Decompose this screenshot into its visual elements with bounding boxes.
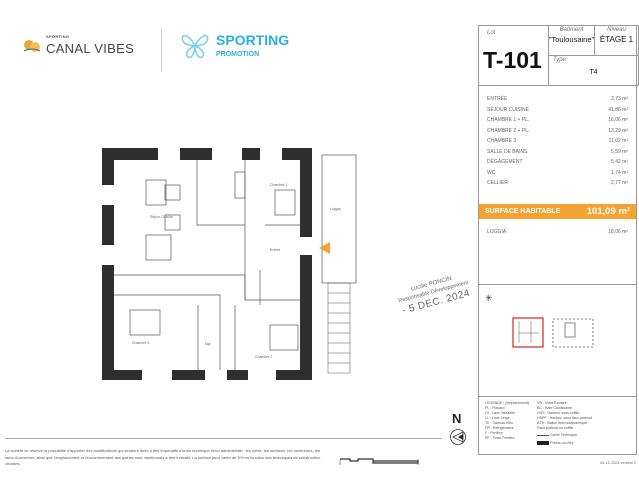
legend-item: BC : Baie Coulissante xyxy=(537,406,573,410)
batiment-label: Batiment xyxy=(559,27,584,33)
room-name: CELLIER xyxy=(487,180,508,186)
version-text: 04-12-2024 version 2 xyxy=(600,461,636,465)
niveau-value: ÉTAGE 1 xyxy=(599,35,634,44)
loggia-row: LOGGIA 18,06 m² xyxy=(487,227,628,238)
wall-symbol-icon xyxy=(537,441,550,446)
room-row: WC 1,74 m² xyxy=(487,168,628,179)
room-row: DÉGAGEMENT 5,42 m² xyxy=(487,157,628,168)
surface-label: SURFACE HABITABLE xyxy=(485,208,561,215)
stairs xyxy=(327,282,351,374)
room-name: SALLE DE BAINS xyxy=(487,148,528,155)
niveau-label: Niveau xyxy=(607,27,626,33)
label-ch1: Chambre 1 xyxy=(270,183,287,187)
canal-vibes-emblem-icon xyxy=(23,39,41,52)
room-area: 41,86 m² xyxy=(608,106,628,113)
room-area: 11,02 m² xyxy=(608,138,628,144)
legend-item: LL : Lave Linge xyxy=(485,416,510,420)
room-area: 5,42 m² xyxy=(611,159,628,165)
label-entree: Entrée xyxy=(270,248,280,252)
compass-star-icon: ✳ xyxy=(485,293,493,303)
butterfly-icon xyxy=(181,34,209,58)
niveau-cell: Niveau ÉTAGE 1 xyxy=(594,25,639,56)
logo-big-text: CANAL VIBES xyxy=(46,41,135,56)
canal-vibes-logo: SPORTING CANAL VIBES xyxy=(22,34,134,57)
room-name: SÉJOUR CUISINE xyxy=(487,106,529,113)
label-loggia: Loggia xyxy=(330,207,341,211)
approval-stamp: Lucille PONCIN Responsable Développement… xyxy=(395,271,472,318)
loggia-name: LOGGIA xyxy=(487,229,507,235)
room-name: WC xyxy=(487,169,496,176)
room-area: 2,77 m² xyxy=(611,180,628,186)
logo-small-text: SPORTING xyxy=(46,34,70,39)
promo-bottom-text: PROMOTION xyxy=(216,51,260,58)
lot-label: Lot xyxy=(487,30,496,36)
surface-value: 101,09 m² xyxy=(586,206,630,217)
room-area: 13,29 m² xyxy=(608,127,628,134)
legend-item: BTH : Ballon thermodynamique xyxy=(537,421,588,425)
room-name: CHAMBRE 2 + PL. xyxy=(487,127,530,134)
room-row: CHAMBRE 2 + PL. 13,29 m² xyxy=(487,126,628,137)
lot-value: T-101 xyxy=(483,47,542,73)
legend-item: LEGENDE : (emplacement) xyxy=(485,401,530,405)
key-plan: ✳ xyxy=(485,293,594,348)
legend-item: F : Fenêtre xyxy=(485,431,503,435)
keyplan-divider xyxy=(479,284,636,285)
disclaimer-text: La société se réserve la possibilité d'a… xyxy=(5,448,321,466)
legend-item: PF : Porte Fenêtre xyxy=(485,436,515,440)
room-name: CHAMBRE 1 + PL. xyxy=(487,117,530,123)
legend-item: PL : Placard xyxy=(485,406,505,410)
batiment-value: "Toulousaine" xyxy=(548,35,595,44)
room-row: CHAMBRE 1 + PL. 16,06 m² xyxy=(487,115,628,126)
batiment-cell: Batiment "Toulousaine" xyxy=(548,25,595,56)
entrance-arrow-icon xyxy=(319,242,330,254)
legend-item: LV : Lave Vaisselle xyxy=(485,411,516,415)
legend-item: FR : Réfrigérateur xyxy=(485,426,514,430)
legend-item: TE : Tableau Elec xyxy=(485,421,514,425)
footer-divider xyxy=(5,438,442,439)
room-area: 1,74 m² xyxy=(611,169,628,176)
north-compass-icon xyxy=(450,429,466,445)
legend-item: VR : Volet Roulant xyxy=(537,401,567,405)
legend-item: Poteau ou Mur xyxy=(550,441,574,445)
legend-item: Faux plafond ou soffite xyxy=(537,426,574,430)
sporting-promotion-logo: SPORTING PROMOTION xyxy=(180,31,289,60)
room-row: SALLE DE BAINS 5,59 m² xyxy=(487,147,628,158)
label-ch2: Chambre 2 xyxy=(255,355,272,359)
room-name: DÉGAGEMENT xyxy=(487,159,523,165)
type-label: Type xyxy=(553,57,566,63)
room-row: CHAMBRE 3 11,02 m² xyxy=(487,136,628,147)
type-value: T4 xyxy=(589,69,598,76)
loggia-area: 18,06 m² xyxy=(608,229,628,235)
room-row: CELLIER 2,77 m² xyxy=(487,178,628,189)
room-row: ENTRÉE 3,73 m² xyxy=(487,94,628,105)
key-plan-highlight xyxy=(512,317,544,348)
room-name: CHAMBRE 3 xyxy=(487,138,517,144)
room-area: 16,06 m² xyxy=(608,117,628,123)
floor-plan: Séjour Cuisine Chambre 1 Chambre 3 Chamb… xyxy=(102,148,357,380)
legend-item: HSPF : Hauteur sous faux-plafond xyxy=(537,416,592,420)
north-label: N xyxy=(452,411,462,426)
room-name: ENTRÉE xyxy=(487,96,508,102)
label-sejour: Séjour Cuisine xyxy=(150,215,173,219)
surface-habitable-bar: SURFACE HABITABLE 101,09 m² xyxy=(479,204,636,219)
gaine-symbol-icon xyxy=(537,434,550,436)
legend-item: HSS : Hauteur sous soffite xyxy=(537,411,580,415)
room-list: ENTRÉE 3,73 m² SÉJOUR CUISINE 41,86 m² CHA… xyxy=(487,94,628,189)
room-row: SÉJOUR CUISINE 41,86 m² xyxy=(487,105,628,116)
lot-cell: Lot T-101 xyxy=(478,25,549,86)
room-area: 3,73 m² xyxy=(611,96,628,102)
legend-item: Gaine Technique xyxy=(550,433,578,437)
label-dgt: Dgt xyxy=(205,342,210,346)
lot-info-panel: Lot T-101 Batiment "Toulousaine" Niveau … xyxy=(478,25,639,455)
logo-divider xyxy=(161,28,162,72)
promo-top-text: SPORTING xyxy=(216,32,290,48)
scale-bar xyxy=(339,458,419,465)
label-ch3: Chambre 3 xyxy=(132,341,149,345)
type-cell: Type T4 xyxy=(548,55,639,86)
room-area: 5,59 m² xyxy=(611,148,628,155)
loggia xyxy=(321,154,357,284)
